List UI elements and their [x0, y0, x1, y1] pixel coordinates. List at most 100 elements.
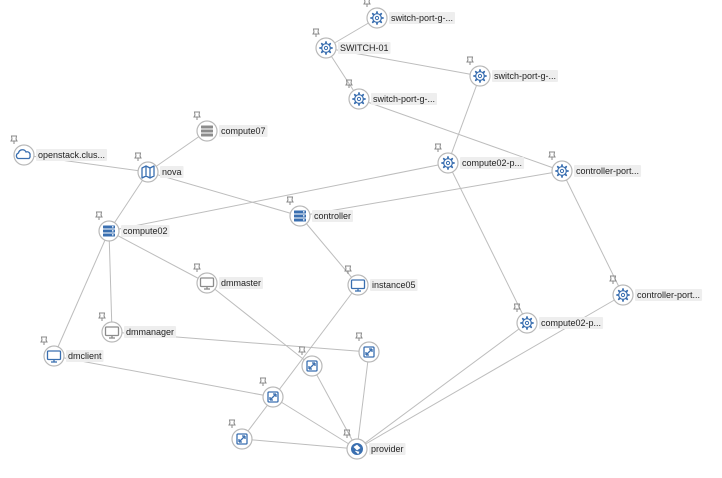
node-label-text: switch-port-g-... [391, 13, 453, 23]
pin-icon[interactable] [298, 346, 306, 355]
node-sp1[interactable]: switch-port-g-... [363, 0, 456, 29]
node-label-text: nova [162, 167, 182, 177]
monitor-icon [46, 350, 62, 363]
gear-icon [352, 92, 366, 106]
node-vol3[interactable] [259, 377, 284, 408]
pin-icon[interactable] [355, 332, 363, 341]
node-dmclient[interactable]: dmclient [40, 336, 104, 367]
node-openstack[interactable]: openstack.clus... [10, 135, 108, 166]
network-icon [351, 443, 363, 455]
pin-icon[interactable] [513, 303, 521, 312]
pin-icon[interactable] [609, 275, 617, 284]
pin-icon[interactable] [134, 152, 142, 161]
node-circle [137, 161, 159, 183]
pin-icon[interactable] [40, 336, 48, 345]
node-label-text: dmclient [68, 351, 102, 361]
edge-compute02-dmmaster [108, 230, 208, 284]
gear-icon [319, 41, 333, 55]
node-label-text: SWITCH-01 [340, 43, 389, 53]
node-label-text: controller [314, 211, 351, 221]
pin-icon[interactable] [466, 56, 474, 65]
node-label-text: compute07 [221, 126, 266, 136]
node-controller[interactable]: controller [286, 196, 354, 227]
pin-icon[interactable] [343, 429, 351, 438]
node-cport2[interactable]: controller-port... [609, 275, 703, 306]
node-label: switch-port-g-... [492, 70, 559, 82]
pin-icon[interactable] [312, 28, 320, 37]
edge-compute02p1-compute02p2 [447, 162, 528, 324]
edge-dmmaster-vol1 [206, 282, 313, 367]
node-label: instance05 [370, 279, 418, 291]
node-compute02p1[interactable]: compute02-p... [434, 143, 525, 174]
node-dmmaster[interactable]: dmmaster [193, 263, 264, 294]
monitor-gray-icon [104, 326, 120, 339]
volume-icon [306, 360, 318, 372]
gear-icon [520, 316, 534, 330]
edge-vol3-provider [272, 396, 358, 450]
pin-icon[interactable] [434, 143, 442, 152]
node-label: compute07 [219, 125, 268, 137]
gear-icon [441, 156, 455, 170]
node-switch01[interactable]: SWITCH-01 [312, 28, 391, 59]
node-label-text: controller-port... [576, 166, 639, 176]
gear-icon [370, 11, 384, 25]
node-sp3[interactable]: switch-port-g-... [345, 79, 438, 110]
node-vol2[interactable] [355, 332, 380, 363]
pin-icon[interactable] [286, 196, 294, 205]
pin-icon[interactable] [228, 419, 236, 428]
edge-instance05-vol4 [241, 284, 359, 440]
edge-nova-controller [147, 171, 301, 217]
server-icon [294, 210, 306, 222]
node-compute02p2[interactable]: compute02-p... [513, 303, 604, 334]
node-label: controller-port... [635, 289, 703, 301]
edge-cport1-cport2 [561, 170, 624, 296]
edge-vol1-provider [311, 365, 358, 450]
node-instance05[interactable]: instance05 [344, 265, 418, 296]
node-label-text: switch-port-g-... [373, 94, 435, 104]
node-label: compute02 [121, 225, 170, 237]
node-label: nova [160, 166, 184, 178]
edge-vol4-provider [241, 438, 358, 450]
node-label-text: provider [371, 444, 404, 454]
pin-icon[interactable] [193, 111, 201, 120]
cloud-icon [15, 149, 31, 160]
node-sp2[interactable]: switch-port-g-... [466, 56, 559, 87]
edge-compute02-compute02p1 [108, 162, 449, 232]
pin-icon[interactable] [345, 79, 353, 88]
node-compute02[interactable]: compute02 [95, 211, 170, 242]
server-gray-icon [201, 125, 213, 137]
pin-icon[interactable] [98, 312, 106, 321]
node-compute07[interactable]: compute07 [193, 111, 268, 142]
node-label: dmmaster [219, 277, 264, 289]
node-cport1[interactable]: controller-port... [548, 151, 642, 182]
map-icon [141, 165, 155, 179]
edge-compute02-dmmanager [108, 230, 113, 333]
node-vol1[interactable] [298, 346, 323, 377]
edge-sp3-cport1 [358, 98, 563, 172]
edge-vol2-provider [356, 351, 370, 450]
pin-icon[interactable] [259, 377, 267, 386]
node-circle [13, 144, 35, 166]
node-label-text: dmmanager [126, 327, 174, 337]
node-nova[interactable]: nova [134, 152, 184, 183]
edge-compute07-nova [147, 130, 208, 173]
node-label-text: compute02-p... [462, 158, 522, 168]
server-icon [103, 225, 115, 237]
pin-icon[interactable] [363, 0, 371, 7]
volume-icon [236, 433, 248, 445]
node-label: compute02-p... [460, 157, 525, 169]
pin-icon[interactable] [10, 135, 18, 144]
node-vol4[interactable] [228, 419, 253, 450]
pin-icon[interactable] [95, 211, 103, 220]
node-label-text: compute02-p... [541, 318, 601, 328]
pin-icon[interactable] [548, 151, 556, 160]
edge-controller-instance05 [299, 215, 359, 286]
volume-icon [267, 391, 279, 403]
node-provider[interactable]: provider [343, 429, 406, 460]
node-label: openstack.clus... [36, 149, 108, 161]
pin-icon[interactable] [193, 263, 201, 272]
pin-icon[interactable] [344, 265, 352, 274]
node-dmmanager[interactable]: dmmanager [98, 312, 177, 343]
node-label-text: compute02 [123, 226, 168, 236]
